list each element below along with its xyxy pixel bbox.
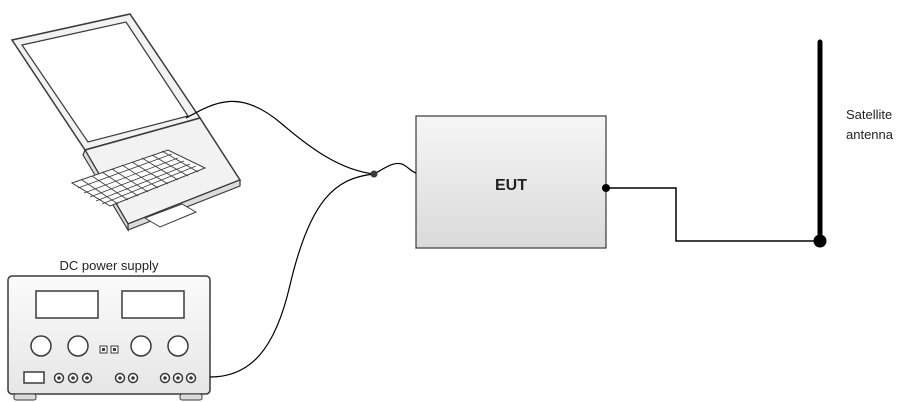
- antenna-label-line2: antenna: [846, 127, 894, 142]
- antenna-label-line1: Satellite: [846, 107, 892, 122]
- display-right: [121, 290, 185, 319]
- knob: [67, 335, 89, 357]
- antenna-cable: [606, 187, 820, 242]
- display-left: [35, 290, 99, 319]
- cable-junction: [370, 170, 378, 178]
- knob: [130, 335, 152, 357]
- laptop-cable: [185, 100, 375, 175]
- cables: [185, 100, 417, 378]
- knob: [167, 335, 189, 357]
- knob: [30, 335, 52, 357]
- power-switch: [23, 371, 45, 384]
- satellite-antenna-icon: [813, 39, 827, 248]
- power-supply-label: DC power supply: [60, 258, 159, 273]
- eut-box: EUT: [415, 115, 607, 249]
- eut-cable: [373, 162, 417, 175]
- dc-power-supply-icon: [7, 275, 211, 401]
- laptop-icon: [10, 13, 242, 233]
- power-cable: [209, 173, 375, 378]
- eut-port: [602, 184, 610, 192]
- eut-label: EUT: [495, 177, 527, 194]
